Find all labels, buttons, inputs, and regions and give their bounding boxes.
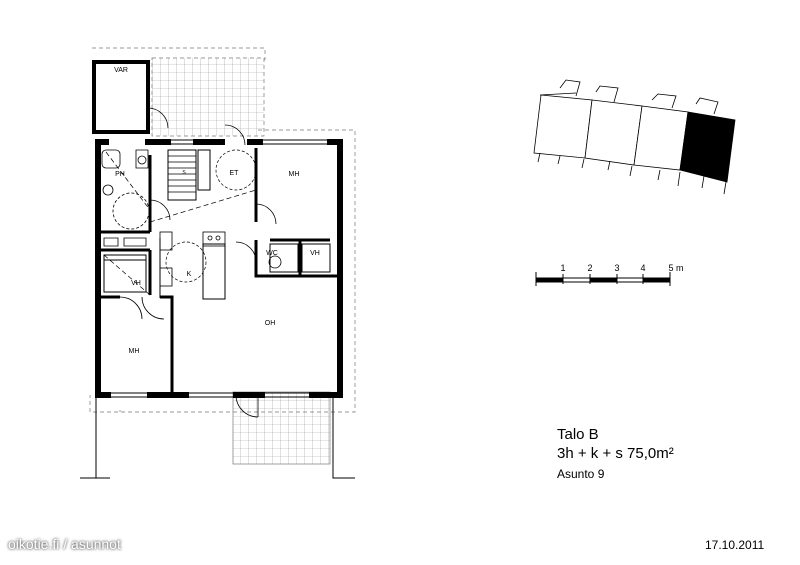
plan-date: 17.10.2011 — [705, 538, 765, 552]
location-key — [533, 79, 736, 195]
terrace-bottom — [232, 391, 331, 465]
watermark: oikotie.fi / asunnot — [8, 536, 121, 552]
sauna-bench — [168, 155, 196, 193]
room-label-et: ET — [230, 170, 240, 177]
apartment-number: Asunto 9 — [557, 467, 605, 481]
room-label-s: S — [182, 170, 186, 176]
windows — [108, 139, 330, 398]
scale-tick: 1 — [560, 263, 565, 273]
scale-ticks: 1 2 3 4 5 m — [560, 263, 683, 273]
room-label-mh-bottom: MH — [129, 348, 140, 355]
bathroom-fixtures — [101, 149, 282, 269]
interior-walls — [100, 148, 338, 395]
scale-tick: 3 — [614, 263, 619, 273]
apartment-size: 3h + k + s 75,0m² — [557, 445, 674, 462]
room-label-ph: PH — [115, 171, 125, 178]
room-labels: VAR PH S ET MH WC VH VH K OH MH — [114, 67, 320, 355]
room-label-k: K — [187, 271, 192, 278]
storage-room — [92, 60, 169, 134]
scale-tick: 2 — [587, 263, 592, 273]
scale-tick: 4 — [640, 263, 645, 273]
diagonal-guides — [103, 151, 257, 296]
room-label-oh: OH — [265, 320, 276, 327]
room-label-vh-left: VH — [131, 280, 141, 287]
building-title: Talo B — [557, 426, 599, 443]
room-label-mh-top: MH — [289, 171, 300, 178]
room-label-vh-right: VH — [310, 250, 320, 257]
scale-tick: 5 m — [668, 263, 683, 273]
exterior-walls — [95, 139, 343, 398]
balcony-top — [92, 47, 266, 137]
dashed-outline — [89, 129, 356, 413]
room-label-wc: WC — [266, 250, 278, 257]
scale-bar — [535, 272, 671, 286]
turning-circles — [165, 149, 257, 283]
door-swings — [119, 124, 277, 418]
kitchen-counter — [159, 231, 226, 287]
fence-lines — [80, 396, 355, 479]
room-label-var: VAR — [114, 67, 128, 74]
